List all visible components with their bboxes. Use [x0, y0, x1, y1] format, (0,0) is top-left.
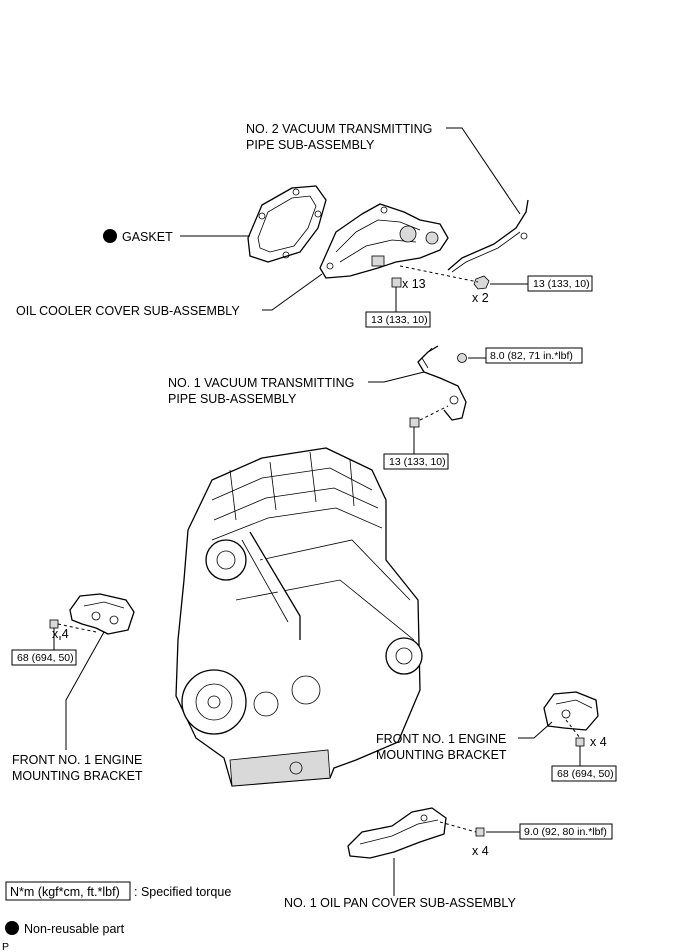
legend-torque-desc: : Specified torque [134, 885, 231, 899]
bolt-bracket-right [575, 737, 585, 766]
torque-no1-bolt: 13 (133, 10) [389, 456, 446, 468]
torque-box-oil-cooler [365, 311, 431, 328]
qty-x2: x 2 [472, 291, 489, 305]
torque-box-no1-nut [485, 347, 583, 364]
torque-no1-nut: 8.0 (82, 71 in.*lbf) [490, 350, 573, 362]
no1-vacuum-pipe-drawing [417, 345, 467, 421]
bolt-no1-pipe [409, 417, 420, 428]
torque-oil-cooler: 13 (133, 10) [371, 314, 428, 326]
label-oil-pan-cover: NO. 1 OIL PAN COVER SUB-ASSEMBLY [284, 896, 516, 910]
bolt-oil-cooler [391, 277, 402, 296]
no2-vacuum-pipe-drawing [447, 199, 529, 273]
torque-box-bracket-left [11, 649, 77, 666]
bracket-left-drawing [69, 593, 135, 635]
engine-drawing [175, 447, 423, 787]
label-gasket: GASKET [122, 230, 173, 244]
oil-pan-cover-drawing [347, 807, 447, 859]
label-front-bracket-left-line1: FRONT NO. 1 ENGINE [12, 753, 142, 767]
torque-no2-pipe: 13 (133, 10) [533, 278, 590, 290]
torque-box-no2-pipe [527, 275, 593, 292]
nut-no1-pipe [457, 353, 467, 363]
torque-box-bracket-right [551, 765, 617, 782]
label-no2-vacuum-line1: NO. 2 VACUUM TRANSMITTING [246, 122, 432, 136]
oil-cooler-cover-drawing [319, 203, 449, 279]
label-front-bracket-left-line2: MOUNTING BRACKET [12, 769, 143, 783]
legend-nonreusable-icon [5, 921, 19, 935]
legend-torque-units: N*m (kgf*cm, ft.*lbf) [10, 885, 120, 899]
bolt-oil-pan [475, 827, 485, 837]
gasket-drawing [247, 185, 327, 263]
qty-x13: x 13 [402, 277, 426, 291]
qty-x4-pan: x 4 [472, 844, 489, 858]
torque-box-oil-pan [519, 823, 613, 840]
qty-x4-right: x 4 [590, 735, 607, 749]
nut-no2-pipe [473, 275, 490, 290]
legend-torque-box [5, 881, 131, 901]
torque-oil-pan: 9.0 (92, 80 in.*lbf) [524, 826, 607, 838]
label-front-bracket-right-line1: FRONT NO. 1 ENGINE [376, 732, 506, 746]
bracket-right-drawing [543, 691, 599, 731]
nonreusable-icon [103, 229, 117, 243]
torque-bracket-left: 68 (694, 50) [17, 652, 74, 664]
label-no1-vacuum-line2: PIPE SUB-ASSEMBLY [168, 392, 297, 406]
label-front-bracket-right-line2: MOUNTING BRACKET [376, 748, 507, 762]
qty-x4-left: x 4 [52, 627, 69, 641]
label-no2-vacuum-line2: PIPE SUB-ASSEMBLY [246, 138, 375, 152]
label-oil-cooler-cover: OIL COOLER COVER SUB-ASSEMBLY [16, 304, 240, 318]
label-no1-vacuum-line1: NO. 1 VACUUM TRANSMITTING [168, 376, 354, 390]
legend-nonreusable-text: Non-reusable part [24, 922, 125, 936]
torque-box-no1-bolt [383, 453, 449, 470]
corner-mark: P [2, 941, 9, 952]
torque-bracket-right: 68 (694, 50) [557, 768, 614, 780]
